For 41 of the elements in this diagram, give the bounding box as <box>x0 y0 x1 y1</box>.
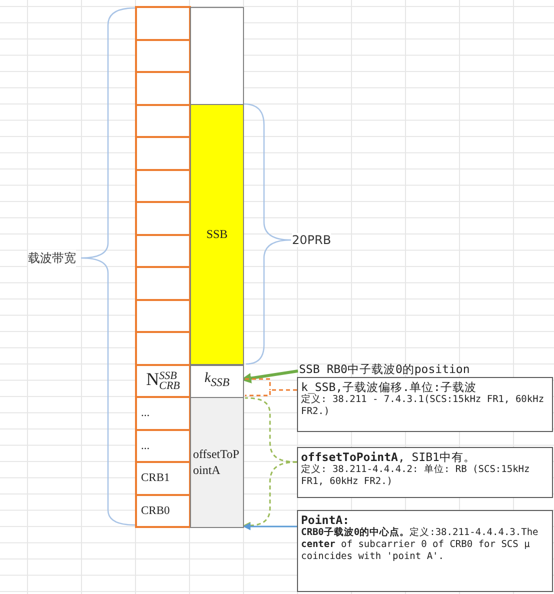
grid-cell <box>190 7 244 104</box>
offset-block <box>190 397 244 528</box>
grid-cell <box>135 38 191 73</box>
callout-text: CRB0子载波0的中心点。定义:38.211-4.4.4.3.The center of subcarrier 0 of CRB0 for SCS μ coincides with 'point A'. <box>301 527 540 563</box>
callout-title: PointA: <box>301 513 350 527</box>
grid-cell <box>135 71 191 106</box>
grid-cell <box>135 364 191 398</box>
cell-label: ... <box>141 406 150 420</box>
callout-text: 定义: 38.211-4.4.4.2: 单位: RB (SCS:15kHz FR1, 60kHz FR2.) <box>301 464 531 488</box>
grid-cell <box>135 461 191 496</box>
ssb-block <box>190 104 244 365</box>
grid-cell <box>135 428 191 463</box>
grid-cell <box>135 136 191 170</box>
callout-title: offsetToPointA, SIB1中有。 <box>301 450 476 464</box>
cell-label: SSB <box>206 227 228 242</box>
grid-cell <box>135 331 191 366</box>
grid-cell <box>135 494 191 528</box>
cell-label: k$_{SSB}$ <box>204 372 230 390</box>
grid-cell <box>135 168 191 203</box>
grid-cell <box>135 6 191 40</box>
cell-label: CRB1 <box>141 471 170 486</box>
cell-label: CRB0 <box>141 504 170 518</box>
grid-cell <box>135 234 191 268</box>
callout-box <box>297 510 553 592</box>
grid-cell <box>135 266 191 300</box>
grid-cell <box>135 104 191 138</box>
grid-cell <box>135 201 191 236</box>
bracket-label: 20PRB <box>292 233 332 247</box>
callout-box <box>297 377 553 432</box>
cell-label: ... <box>141 438 150 453</box>
cell-label: offsetToPointA <box>192 446 240 478</box>
grid-cell <box>190 364 244 398</box>
bracket-label: 载波带宽 <box>28 250 76 267</box>
callout-text: 定义: 38.211 - 7.4.3.1(SCS:15kHz FR1, 60kHz FR2.) <box>301 394 546 418</box>
grid-cell <box>135 298 191 333</box>
connector <box>245 389 297 396</box>
grid-cell <box>135 396 191 430</box>
arrow <box>243 522 297 530</box>
annotation-text: SSB RB0中子载波0的position <box>299 362 549 378</box>
callout-box <box>297 447 553 498</box>
callout-title: k_SSB,子载波偏移.单位:子载波 <box>301 380 478 394</box>
